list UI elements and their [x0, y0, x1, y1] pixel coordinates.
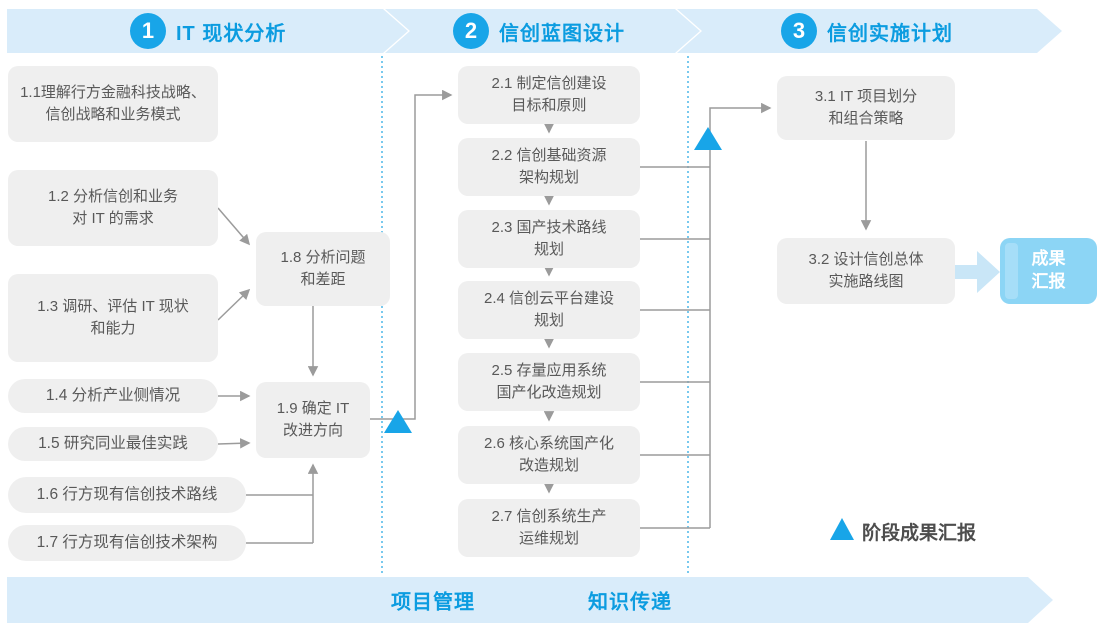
step-box-3-2: 3.2 设计信创总体 实施路线图: [777, 238, 955, 304]
phase-3-title: 信创实施计划: [827, 22, 953, 45]
step-box-1-5: 1.5 研究同业最佳实践: [8, 427, 218, 461]
step-box-1-2: 1.2 分析信创和业务 对 IT 的需求: [8, 170, 218, 246]
footer-item-knowledge-transfer: 知识传递: [588, 591, 672, 614]
phase-2-number-badge: 2: [453, 13, 489, 49]
phase-header-2: 2 信创蓝图设计: [385, 9, 700, 53]
step-box-2-3: 2.3 国产技术路线 规划: [458, 210, 640, 268]
step-box-1-8: 1.8 分析问题 和差距: [256, 232, 390, 306]
result-box-label: 成果 汇报: [1031, 249, 1066, 291]
step-box-2-6: 2.6 核心系统国产化 改造规划: [458, 426, 640, 484]
step-box-3-1: 3.1 IT 项目划分 和组合策略: [777, 76, 955, 140]
step-box-2-5: 2.5 存量应用系统 国产化改造规划: [458, 353, 640, 411]
phase-3-number-badge: 3: [781, 13, 817, 49]
footer-band: 项目管理 知识传递: [7, 577, 1053, 623]
legend-label: 阶段成果汇报: [862, 523, 977, 544]
phase-1-title: IT 现状分析: [176, 22, 287, 45]
phase-header-1: 1 IT 现状分析: [7, 9, 408, 53]
step-box-1-3: 1.3 调研、评估 IT 现状 和能力: [8, 274, 218, 362]
step-box-1-7: 1.7 行方现有信创技术架构: [8, 525, 246, 561]
step-box-2-7: 2.7 信创系统生产 运维规划: [458, 499, 640, 557]
legend-triangle-icon: [830, 518, 854, 540]
phase-header-3: 3 信创实施计划: [677, 9, 1062, 53]
footer-item-project-management: 项目管理: [391, 591, 475, 614]
result-box: 成果 汇报: [1000, 238, 1097, 304]
result-box-stripe: [1005, 243, 1018, 299]
step-box-1-9: 1.9 确定 IT 改进方向: [256, 382, 370, 458]
step-box-1-6: 1.6 行方现有信创技术路线: [8, 477, 246, 513]
step-box-2-4: 2.4 信创云平台建设 规划: [458, 281, 640, 339]
milestone-triangle-phase1-icon: [384, 410, 412, 433]
step-box-1-1: 1.1理解行方金融科技战略、 信创战略和业务模式: [8, 66, 218, 142]
step-box-2-2: 2.2 信创基础资源 架构规划: [458, 138, 640, 196]
phase-1-number-badge: 1: [130, 13, 166, 49]
step-box-2-1: 2.1 制定信创建设 目标和原则: [458, 66, 640, 124]
step-box-1-4: 1.4 分析产业侧情况: [8, 379, 218, 413]
phase-2-title: 信创蓝图设计: [499, 22, 625, 45]
milestone-triangle-phase2-icon: [694, 127, 722, 150]
